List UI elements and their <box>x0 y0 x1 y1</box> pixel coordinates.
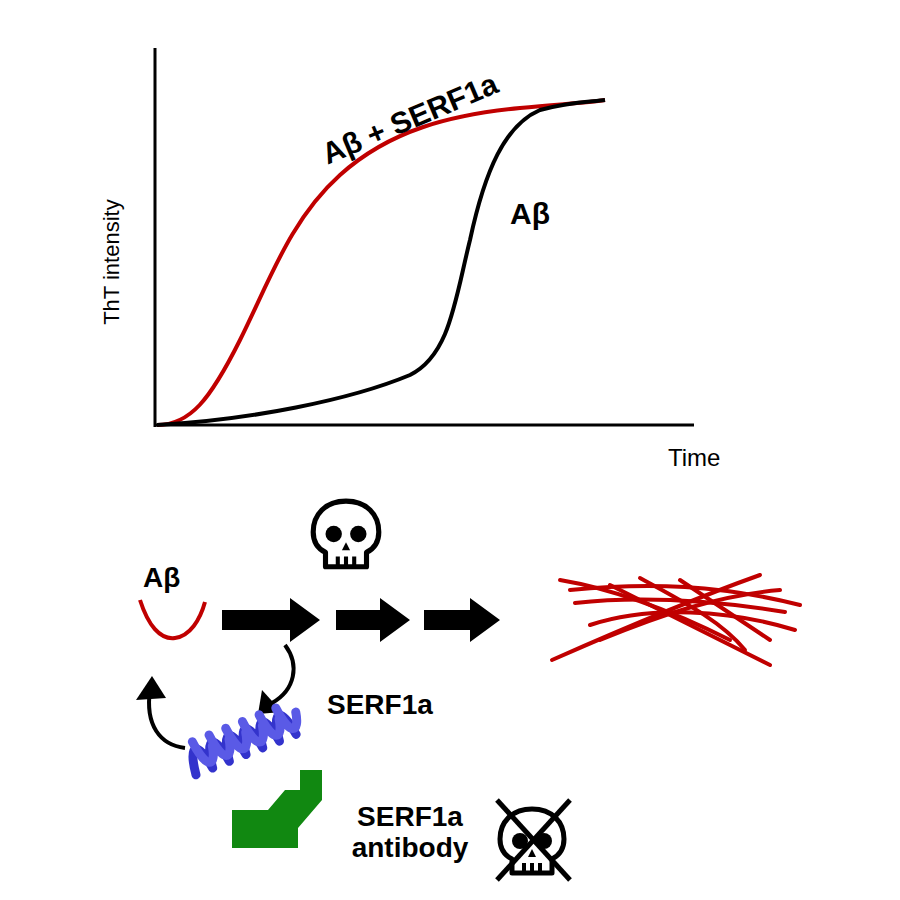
molecule-label: SERF1a antibody <box>335 802 485 864</box>
curve-label: Aβ <box>510 197 550 230</box>
crossed-skull <box>497 800 570 880</box>
axes <box>154 48 694 427</box>
axis-title: Time <box>668 445 720 471</box>
serf1a-helix <box>184 702 304 775</box>
abeta-monomer <box>140 600 205 638</box>
red-curve <box>157 100 605 425</box>
arrowhead <box>136 676 166 700</box>
fibrils <box>552 575 800 665</box>
black-curve <box>157 100 605 425</box>
axis-title: ThT intensity <box>100 199 124 325</box>
skull-icon <box>313 501 379 567</box>
molecule-label: SERF1a <box>327 690 433 721</box>
curve-label: Aβ + SERF1a <box>317 67 503 171</box>
antibody <box>232 770 322 848</box>
molecule-label: Aβ <box>143 563 180 594</box>
block-arrows <box>222 598 500 642</box>
